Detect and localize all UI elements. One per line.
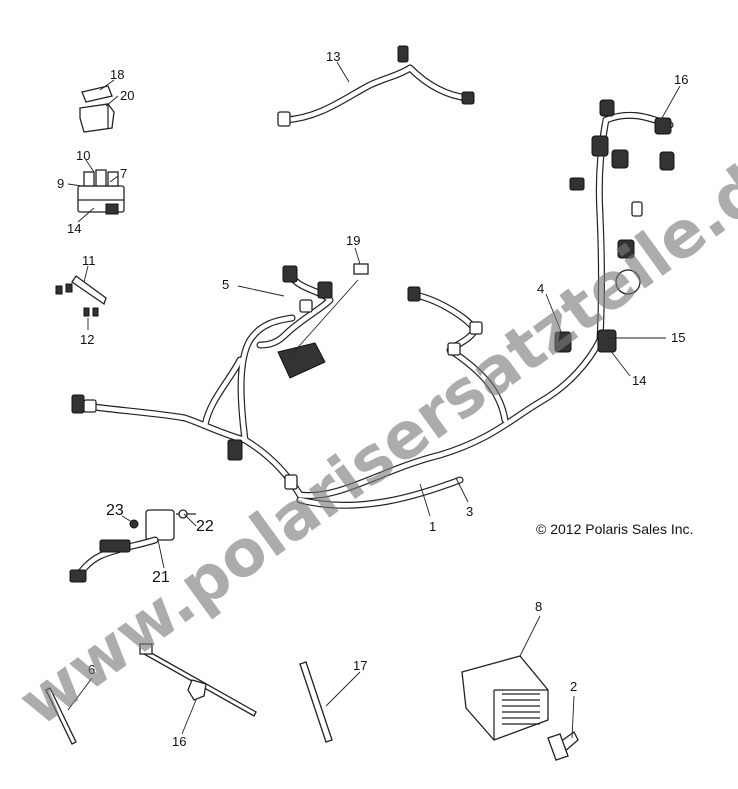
main-harness <box>71 99 675 509</box>
cable-tie-16 <box>139 643 257 717</box>
callout-19: 19 <box>346 233 360 248</box>
bracket-11-group <box>55 275 107 317</box>
callout-22: 22 <box>196 518 214 535</box>
leader-lines <box>67 61 681 739</box>
watermark: www.polarisersatzteile.de <box>6 127 738 741</box>
callout-20: 20 <box>120 88 134 103</box>
screw-2 <box>547 731 579 761</box>
callout-3: 3 <box>466 504 473 519</box>
callout-21: 21 <box>152 569 170 586</box>
relay-cover-group <box>79 85 115 133</box>
harness-5 <box>256 265 334 379</box>
callout-14-harness: 14 <box>632 373 646 388</box>
callout-16-harness: 16 <box>674 72 688 87</box>
callout-1: 1 <box>429 519 436 534</box>
clip-19 <box>353 263 369 275</box>
callout-14-fuse-box: 14 <box>67 221 81 236</box>
callout-2: 2 <box>570 679 577 694</box>
callout-18: 18 <box>110 67 124 82</box>
callout-23: 23 <box>106 502 124 519</box>
callout-12: 12 <box>80 332 94 347</box>
callout-10: 10 <box>76 148 90 163</box>
callout-17: 17 <box>353 658 367 673</box>
regulator-8 <box>461 655 549 741</box>
callout-9: 9 <box>57 176 64 191</box>
callout-7: 7 <box>120 166 127 181</box>
relay-assembly-21 <box>69 509 196 583</box>
callout-8: 8 <box>535 599 542 614</box>
callout-4: 4 <box>537 281 544 296</box>
callout-13: 13 <box>326 49 340 64</box>
callout-15: 15 <box>671 330 685 345</box>
callout-6: 6 <box>88 662 95 677</box>
callout-16-tie: 16 <box>172 734 186 749</box>
fuse-box-group <box>77 169 125 215</box>
cable-tie-6 <box>45 687 77 745</box>
callout-labels: 1 2 3 4 5 6 7 8 9 10 11 12 13 14 14 15 1… <box>57 49 688 749</box>
callout-5: 5 <box>222 277 229 292</box>
harness-13 <box>277 45 475 127</box>
copyright-notice: © 2012 Polaris Sales Inc. <box>536 521 693 537</box>
callout-11: 11 <box>82 253 96 268</box>
cable-tie-17 <box>299 661 333 743</box>
